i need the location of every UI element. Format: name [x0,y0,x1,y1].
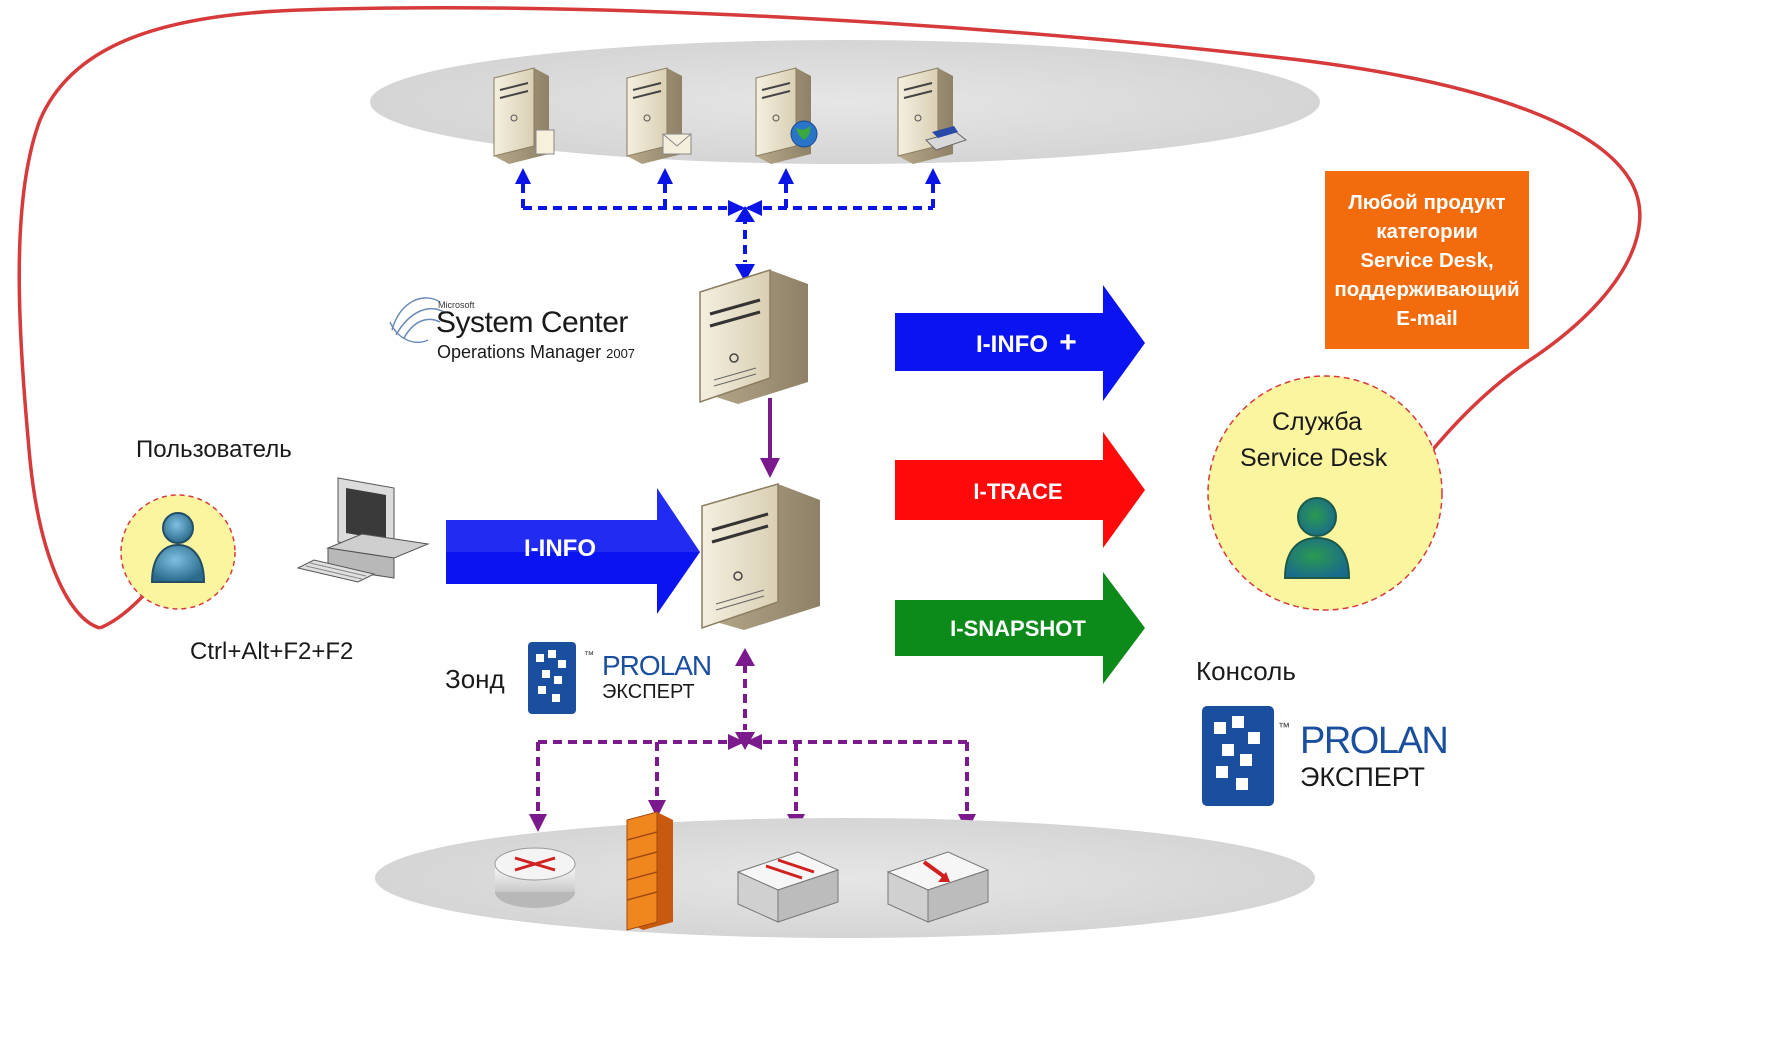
probe-server-icon [701,483,820,630]
file-server-icon [493,67,555,164]
server-cluster-ellipse [370,40,1320,164]
i-snapshot-arrow [895,572,1145,684]
firewall-icon [626,811,673,931]
console-brand: PROLAN [1300,720,1449,762]
service-desk-line-2: Service Desk [1240,444,1388,472]
i-info-plus-label: I-INFO [976,331,1048,358]
probe-label: Зонд [445,664,505,694]
scom-server-icon [699,268,808,404]
console-tm: ™ [1278,720,1290,734]
mail-server-icon [626,67,692,164]
scom-subtitle: Operations Manager 2007 [437,342,635,363]
service-desk-line-1: Служба [1272,408,1363,436]
i-snapshot-label: I-SNAPSHOT [950,616,1086,641]
scom-year: 2007 [606,346,636,361]
probe-brand-sub: ЭКСПЕРТ [602,681,695,703]
hotkey-label: Ctrl+Alt+F2+F2 [190,638,354,665]
network-ellipse [375,818,1315,938]
box-line-2: категории [1376,219,1478,243]
scom-subtitle-text: Operations Manager [437,342,602,362]
box-line-4: поддерживающий [1334,277,1520,301]
service-desk-product-box: Любой продукт категории Service Desk, по… [1325,171,1529,349]
workstation-icon [296,477,430,583]
scom-product: System Center [436,306,628,339]
blue-dashed-links [521,184,935,262]
service-desk-circle [1207,375,1443,611]
box-line-3: Service Desk, [1360,248,1494,272]
probe-tm: ™ [584,650,594,661]
support-person-icon [1283,497,1351,579]
prolan-console-logo-icon [1202,706,1274,806]
i-trace-arrow [895,432,1145,548]
web-server-icon [755,67,818,164]
purple-arrowheads [529,648,976,832]
i-info-arrow [446,488,700,614]
i-info-label: I-INFO [524,535,596,562]
box-line-5: E-mail [1396,306,1458,330]
escalation-loop [17,6,1642,630]
scom-to-probe-arrowhead [760,458,780,478]
console-brand-sub: ЭКСПЕРТ [1300,762,1426,792]
user-label: Пользователь [136,436,292,463]
network-appliance-icon [886,851,990,923]
plus-sign: + [1059,326,1077,359]
user-person-icon [150,512,206,583]
system-center-logo-icon [389,297,445,343]
i-info-plus-arrow [895,285,1145,401]
box-line-1: Любой продукт [1348,190,1506,214]
console-label: Консоль [1196,656,1296,686]
router-icon [494,847,576,908]
switch-icon [736,851,840,923]
probe-brand: PROLAN [602,650,712,681]
print-server-icon [897,67,968,164]
blue-arrowheads [515,168,941,282]
scom-vendor: Microsoft [438,300,475,310]
i-trace-label: I-TRACE [973,479,1062,504]
prolan-probe-logo-icon [528,642,576,714]
